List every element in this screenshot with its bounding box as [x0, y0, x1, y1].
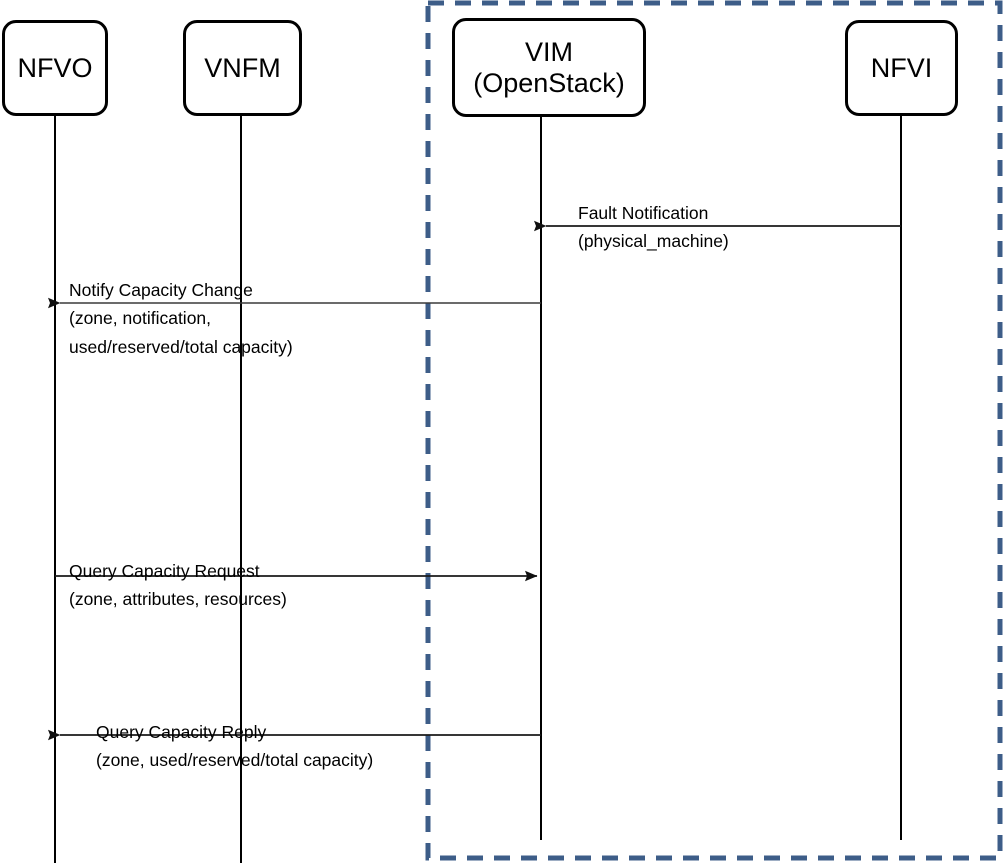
participant-box-vnfm[interactable]: VNFM — [183, 20, 302, 116]
participant-box-vim[interactable]: VIM (OpenStack) — [452, 18, 646, 117]
participant-label-vnfm: VNFM — [204, 52, 281, 83]
participant-box-nfvi[interactable]: NFVI — [845, 20, 958, 116]
message-label-notify-capacity-change: Notify Capacity Change (zone, notificati… — [69, 280, 293, 357]
participant-label-nfvo: NFVO — [17, 52, 93, 83]
participant-label-vim: VIM (OpenStack) — [473, 37, 625, 98]
message-label-fault-notification: Fault Notification (physical_machine) — [578, 203, 729, 252]
participant-label-nfvi: NFVI — [870, 52, 933, 83]
participant-box-nfvo[interactable]: NFVO — [2, 20, 108, 116]
vim-nfvi-group-box — [425, 0, 1003, 861]
message-label-query-capacity-request: Query Capacity Request (zone, attributes… — [69, 561, 287, 610]
message-label-query-capacity-reply: Query Capacity Reply (zone, used/reserve… — [96, 722, 374, 771]
